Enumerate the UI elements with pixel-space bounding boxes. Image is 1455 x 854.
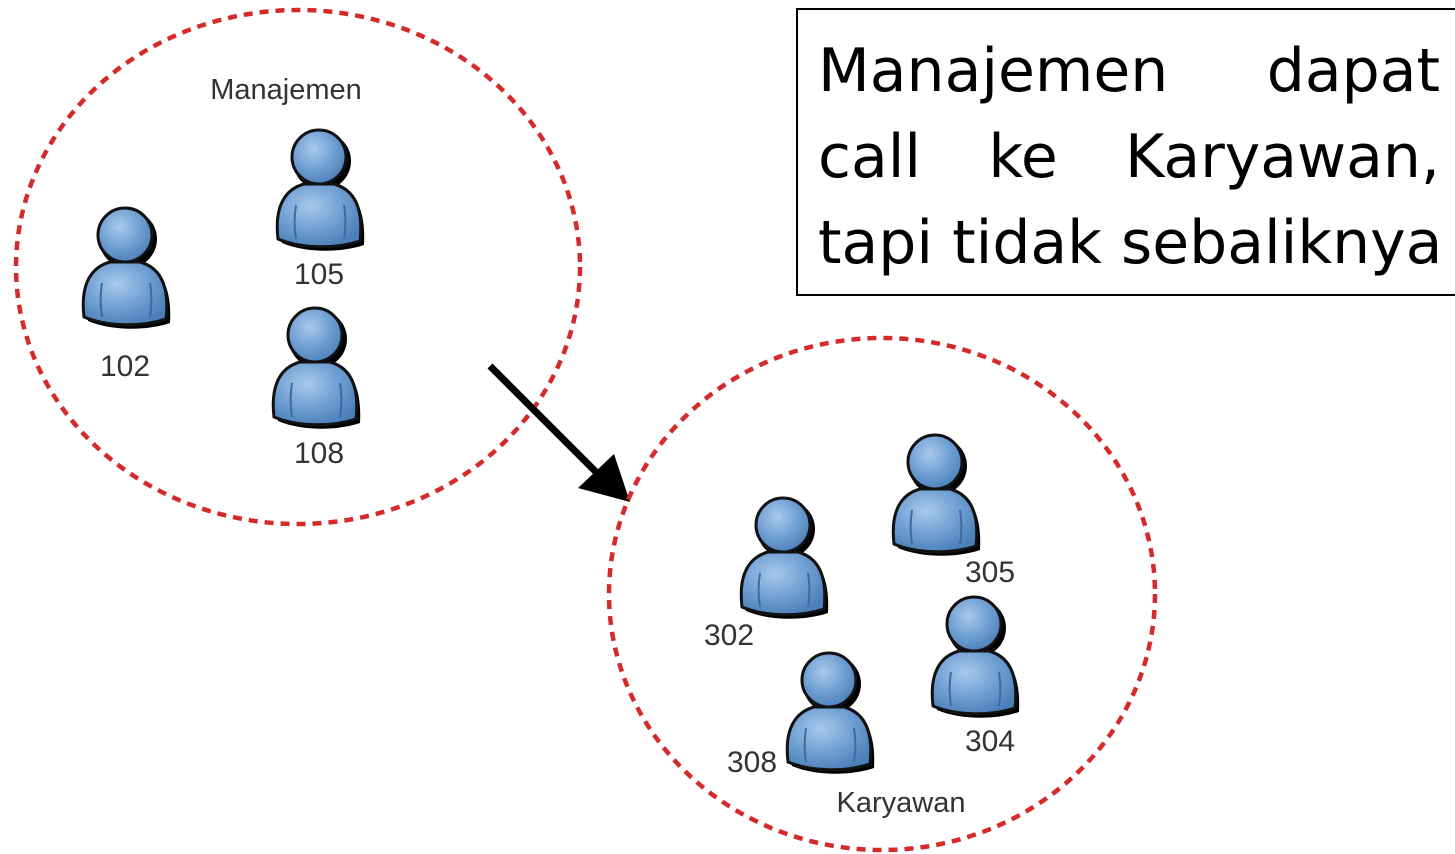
note-box: Manajemen dapat call ke Karyawan, tapi t… [796, 8, 1455, 296]
manajemen-label: Manajemen [210, 74, 362, 106]
note-word: Manajemen [818, 36, 1169, 106]
extension-label: 108 [294, 437, 344, 470]
note-word: dapat [1266, 36, 1440, 106]
extension-label: 305 [965, 556, 1015, 589]
extension-label: 302 [704, 619, 754, 652]
note-word: call [818, 122, 922, 192]
note-line-1: Manajemen dapat [818, 28, 1440, 114]
karyawan-circle [606, 335, 1158, 853]
note-word: ke [988, 122, 1058, 192]
arrow-icon [487, 363, 630, 502]
note-word: Karyawan, [1125, 122, 1440, 192]
user-icon [271, 306, 362, 429]
karyawan-group: 305 302 304 308 Karyawan [606, 335, 1158, 853]
extension-label: 304 [965, 725, 1015, 758]
user-icon [785, 651, 876, 774]
user-icon [81, 206, 172, 329]
karyawan-label: Karyawan [837, 787, 966, 819]
extension-label: 308 [727, 746, 777, 779]
extension-label: 102 [100, 350, 150, 383]
note-line-3: tapi tidak sebaliknya [818, 208, 1443, 278]
user-icon [275, 128, 366, 251]
manajemen-group: Manajemen 105 102 108 [13, 7, 583, 527]
manajemen-circle [13, 7, 583, 527]
user-icon [891, 433, 982, 556]
extension-label: 105 [294, 258, 344, 291]
user-icon [739, 496, 830, 619]
note-line-2: call ke Karyawan, [818, 114, 1440, 200]
user-icon [930, 595, 1021, 718]
